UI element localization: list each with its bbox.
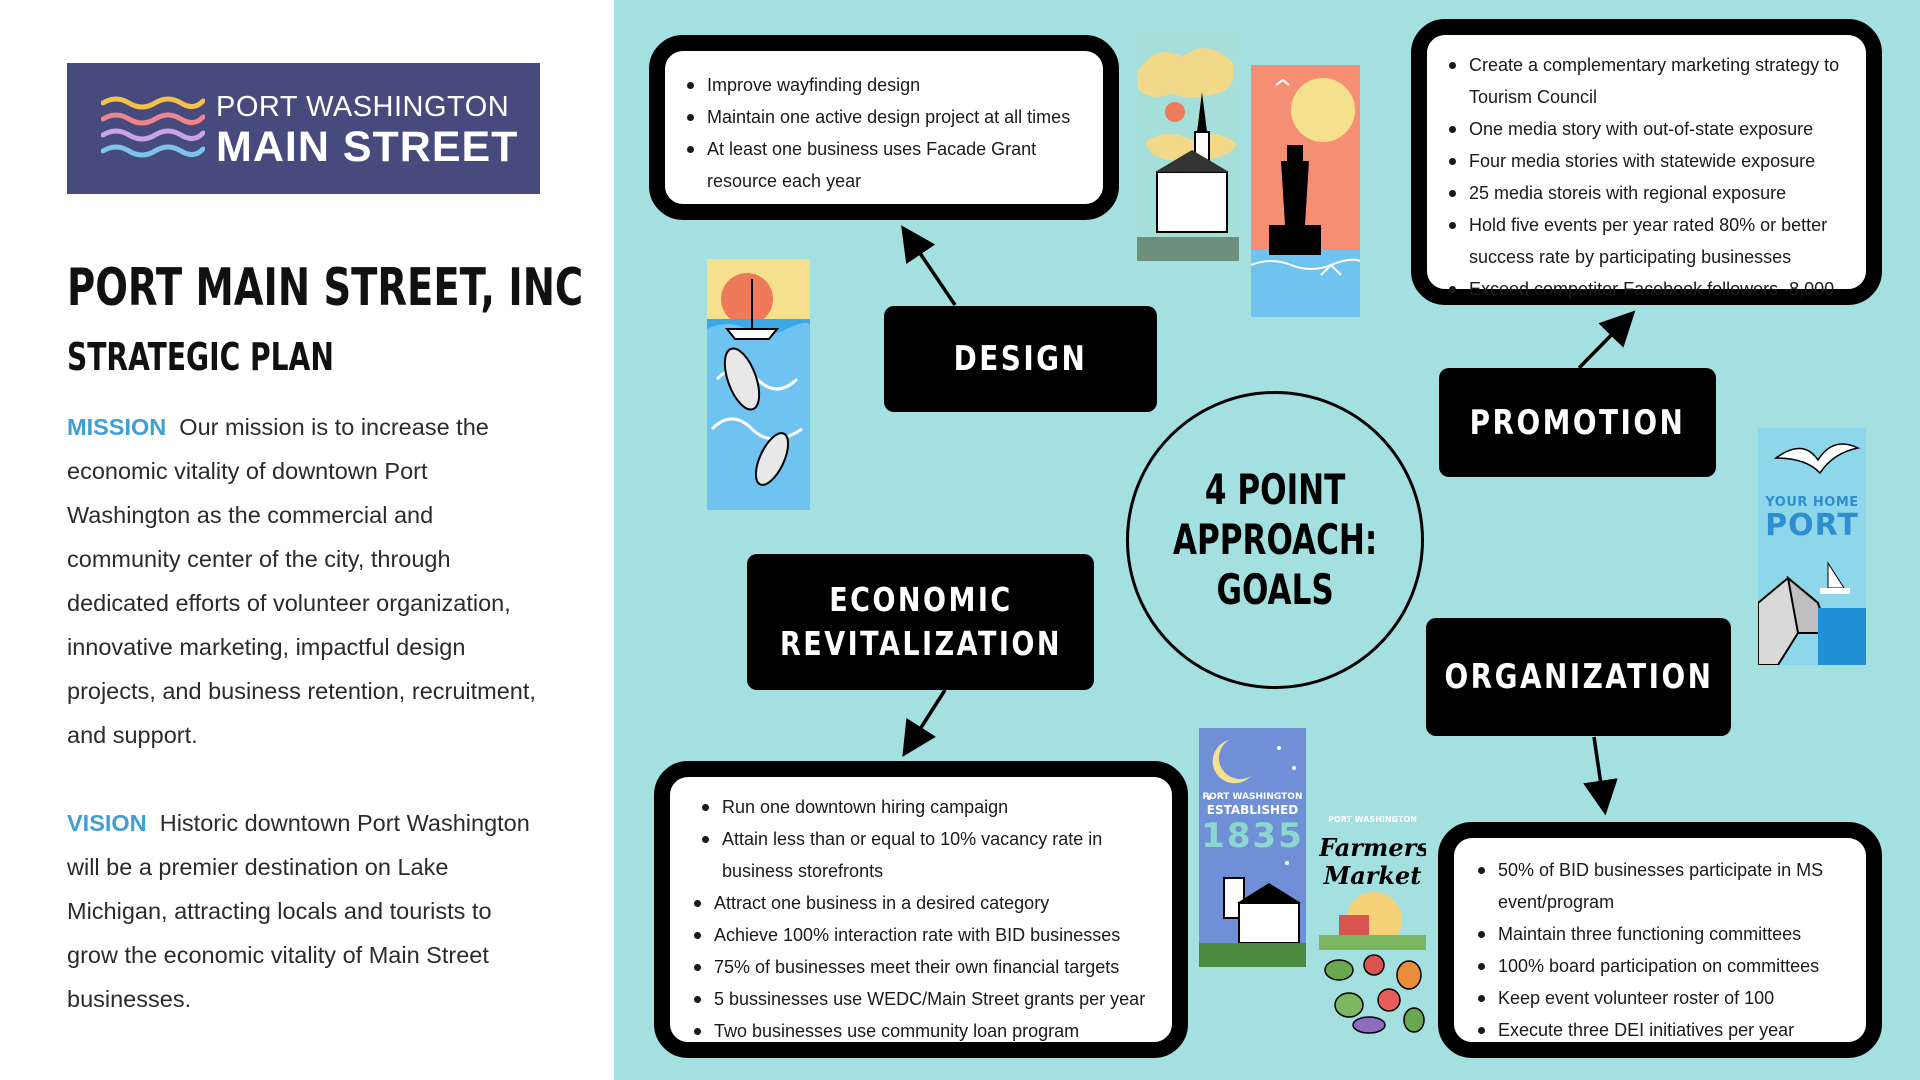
seagull-icon: [1758, 443, 1866, 665]
arrow-organization: [1583, 736, 1618, 816]
moon-lighthouse-icon: [1199, 740, 1306, 967]
design-goals-list: Improve wayfinding design Maintain one a…: [683, 69, 1089, 197]
organization-goals-list: 50% of BID businesses participate in MS …: [1474, 854, 1858, 1046]
port-text: PORT: [1765, 508, 1859, 543]
list-item: Attract one business in a desired catego…: [690, 887, 1162, 919]
econ-revitalization-label: ECONOMIC REVITALIZATION: [747, 554, 1094, 690]
port-washington-main-street-logo: PORT WASHINGTON MAIN STREET: [67, 63, 540, 194]
design-goals-box: Improve wayfinding design Maintain one a…: [649, 35, 1119, 220]
list-item: 75% of businesses meet their own financi…: [690, 951, 1162, 983]
design-label: DESIGN: [884, 306, 1157, 412]
econ-label-line-2: REVITALIZATION: [779, 624, 1062, 663]
arrow-promotion: [1577, 310, 1636, 370]
established-small-title: PORT WASHINGTON: [1202, 792, 1303, 802]
vision-text: Historic downtown Port Washington will b…: [67, 810, 530, 1012]
list-item: One media story with out-of-state exposu…: [1445, 113, 1856, 145]
list-item: Maintain one active design project at al…: [683, 101, 1089, 133]
lighthouse-poster-image: [1251, 65, 1360, 317]
promotion-label: PROMOTION: [1439, 368, 1716, 477]
your-home-text: YOUR HOME: [1765, 495, 1859, 510]
list-item: Hold five events per year rated 80% or b…: [1445, 209, 1856, 273]
econ-goals-list: Run one downtown hiring campaign Attain …: [690, 791, 1162, 1047]
arrow-econ: [902, 689, 947, 757]
list-item: Keep event volunteer roster of 100: [1474, 982, 1858, 1014]
list-item: Achieve 100% interaction rate with BID b…: [690, 919, 1162, 951]
center-line-1: 4 POINT: [1204, 465, 1346, 514]
organization-label: ORGANIZATION: [1426, 618, 1731, 736]
mission-text: Our mission is to increase the economic …: [67, 414, 536, 748]
list-item: 25 media storeis with regional exposure: [1445, 177, 1856, 209]
church-poster-image: [1137, 32, 1239, 261]
farmers-market-poster: PORT WASHINGTON Farmers Market: [1319, 805, 1426, 1035]
list-item: Create a complementary marketing strateg…: [1445, 49, 1856, 113]
waves-icon: [101, 96, 205, 158]
vision-label: VISION: [67, 810, 147, 836]
page-subtitle: STRATEGIC PLAN: [67, 335, 334, 379]
list-item: Exceed competitor Facebook followers -8,…: [1445, 273, 1856, 305]
list-item: At least one business uses Facade Grant …: [683, 133, 1089, 197]
list-item: Improve wayfinding design: [683, 69, 1089, 101]
list-item: Attain less than or equal to 10% vacancy…: [690, 823, 1162, 887]
established-1835-poster: PORT WASHINGTON ESTABLISHED 1835: [1199, 728, 1306, 967]
page-title: PORT MAIN STREET, INC: [67, 258, 584, 318]
center-line-3: GOALS: [1216, 565, 1334, 614]
center-circle: 4 POINT APPROACH: GOALS: [1126, 391, 1424, 689]
logo-line-1: PORT WASHINGTON: [216, 91, 510, 123]
design-label-text: DESIGN: [953, 339, 1088, 379]
mission-label: MISSION: [67, 414, 167, 440]
logo-line-2: MAIN STREET: [216, 123, 519, 171]
vegetables-icon: [1319, 892, 1426, 1034]
left-panel: PORT WASHINGTON MAIN STREET PORT MAIN ST…: [0, 0, 614, 1080]
list-item: Four media stories with statewide exposu…: [1445, 145, 1856, 177]
farmers-text: Farmers: [1319, 833, 1426, 862]
mission-paragraph: MISSION Our mission is to increase the e…: [67, 405, 547, 757]
list-item: 50% of BID businesses participate in MS …: [1474, 854, 1858, 918]
promotion-label-text: PROMOTION: [1469, 402, 1686, 443]
arrow-design: [901, 225, 957, 306]
list-item: 100% board participation on committees: [1474, 950, 1858, 982]
established-text: ESTABLISHED: [1206, 803, 1299, 817]
farmers-market-small-title: PORT WASHINGTON: [1328, 815, 1417, 824]
list-item: Two businesses use community loan progra…: [690, 1015, 1162, 1047]
fishing-poster-image: [707, 259, 810, 510]
market-text: Market: [1323, 861, 1422, 890]
organization-label-text: ORGANIZATION: [1444, 657, 1713, 697]
promotion-goals-list: Create a complementary marketing strateg…: [1445, 49, 1856, 305]
promotion-goals-box: Create a complementary marketing strateg…: [1411, 19, 1882, 305]
your-home-port-poster: YOUR HOME PORT: [1758, 428, 1866, 665]
center-line-2: APPROACH:: [1172, 515, 1378, 564]
year-text: 1835: [1201, 816, 1304, 856]
econ-label-line-1: ECONOMIC: [828, 580, 1013, 619]
list-item: 5 bussinesses use WEDC/Main Street grant…: [690, 983, 1162, 1015]
list-item: Run one downtown hiring campaign: [690, 791, 1162, 823]
list-item: Execute three DEI initiatives per year: [1474, 1014, 1858, 1046]
list-item: Maintain three functioning committees: [1474, 918, 1858, 950]
econ-goals-box: Run one downtown hiring campaign Attain …: [654, 761, 1188, 1058]
vision-paragraph: VISION Historic downtown Port Washington…: [67, 801, 547, 1021]
organization-goals-box: 50% of BID businesses participate in MS …: [1438, 822, 1882, 1058]
